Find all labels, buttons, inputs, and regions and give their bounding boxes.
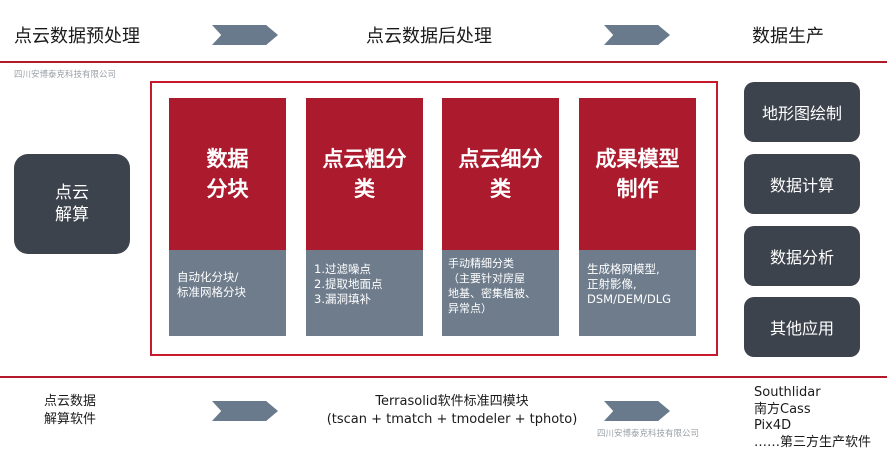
card-coarse-classification: 点云粗分 类 1.过滤噪点 2.提取地面点 3.漏洞填补: [306, 98, 423, 336]
flow-arrow-icon: [212, 25, 278, 45]
card-title-line: 点云粗分: [322, 147, 407, 171]
left-box-line1: 点云: [55, 183, 89, 203]
card-description: 自动化分块/ 标准网格分块: [169, 250, 286, 336]
card-desc-line: 1.过滤噪点: [314, 262, 371, 276]
footer-line: Southlidar: [754, 385, 821, 400]
card-fine-classification: 点云细分 类 手动精细分类 （主要针对房屋 地基、密集植被、 异常点）: [442, 98, 559, 336]
output-label: 其他应用: [769, 319, 834, 338]
card-desc-line: 生成格网模型,: [587, 262, 660, 276]
footer-terrasolid: Terrasolid软件标准四模块 (tscan + tmatch + tmod…: [312, 393, 592, 429]
footer-solve-software: 点云数据 解算软件: [44, 393, 96, 429]
footer-line: Terrasolid软件标准四模块: [375, 394, 529, 409]
footer-line: ……第三方生产软件: [754, 434, 872, 450]
card-title: 数据 分块: [169, 98, 286, 250]
card-title-line: 制作: [616, 177, 659, 201]
card-title-line: 点云细分: [458, 147, 543, 171]
card-desc-line: 异常点）: [448, 302, 492, 315]
watermark-top: 四川安博泰克科技有限公司: [14, 70, 117, 80]
card-title-line: 成果模型: [595, 147, 680, 171]
card-desc-line: （主要针对房屋: [448, 272, 525, 285]
watermark-bottom: 四川安博泰克科技有限公司: [597, 429, 700, 439]
stage-preprocessing-title: 点云数据预处理: [14, 26, 140, 47]
card-data-tiling: 数据 分块 自动化分块/ 标准网格分块: [169, 98, 286, 336]
card-desc-line: 地基、密集植被、: [448, 287, 536, 300]
footer-line: 点云数据: [44, 394, 97, 409]
footer-line: Pix4D: [754, 418, 792, 433]
card-model-production: 成果模型 制作 生成格网模型, 正射影像, DSM/DEM/DLG: [579, 98, 696, 336]
footer-third-party-software: Southlidar 南方Cass Pix4D ……第三方生产软件: [754, 385, 871, 451]
output-label: 地形图绘制: [761, 104, 842, 123]
output-other-applications: 其他应用: [744, 297, 860, 357]
flow-arrow-icon: [604, 401, 670, 421]
card-title: 成果模型 制作: [579, 98, 696, 250]
stage-production-title: 数据生产: [752, 26, 824, 47]
card-desc-line: 标准网格分块: [177, 285, 246, 299]
postprocessing-frame: [150, 81, 718, 356]
flow-arrow-icon: [604, 25, 670, 45]
card-desc-line: DSM/DEM/DLG: [587, 292, 672, 306]
flow-arrow-icon: [212, 401, 278, 421]
stage-postprocessing-title: 点云数据后处理: [366, 26, 492, 47]
left-box-line2: 解算: [55, 205, 89, 225]
card-description: 1.过滤噪点 2.提取地面点 3.漏洞填补: [306, 250, 423, 336]
output-topographic-map: 地形图绘制: [744, 82, 860, 142]
bottom-divider: [0, 376, 887, 378]
footer-line: 南方Cass: [754, 401, 811, 417]
footer-line: 解算软件: [44, 412, 97, 427]
footer-line: (tscan + tmatch + tmodeler + tphoto): [326, 412, 578, 427]
card-desc-line: 正射影像,: [587, 277, 637, 291]
top-divider: [0, 61, 887, 63]
output-data-calculation: 数据计算: [744, 154, 860, 214]
card-desc-line: 2.提取地面点: [314, 277, 383, 291]
card-title: 点云粗分 类: [306, 98, 423, 250]
card-title-line: 类: [490, 177, 511, 201]
card-desc-line: 自动化分块/: [177, 270, 239, 284]
output-label: 数据分析: [769, 248, 834, 267]
output-label: 数据计算: [769, 176, 834, 195]
output-data-analysis: 数据分析: [744, 226, 860, 286]
card-title-line: 类: [354, 177, 375, 201]
card-desc-line: 手动精细分类: [448, 257, 514, 270]
card-desc-line: 3.漏洞填补: [314, 292, 371, 306]
point-cloud-solve-box: 点云 解算: [14, 154, 130, 254]
card-title-line: 分块: [206, 177, 249, 201]
card-title-line: 数据: [206, 147, 249, 171]
card-description: 手动精细分类 （主要针对房屋 地基、密集植被、 异常点）: [442, 250, 559, 336]
card-description: 生成格网模型, 正射影像, DSM/DEM/DLG: [579, 250, 696, 336]
card-title: 点云细分 类: [442, 98, 559, 250]
